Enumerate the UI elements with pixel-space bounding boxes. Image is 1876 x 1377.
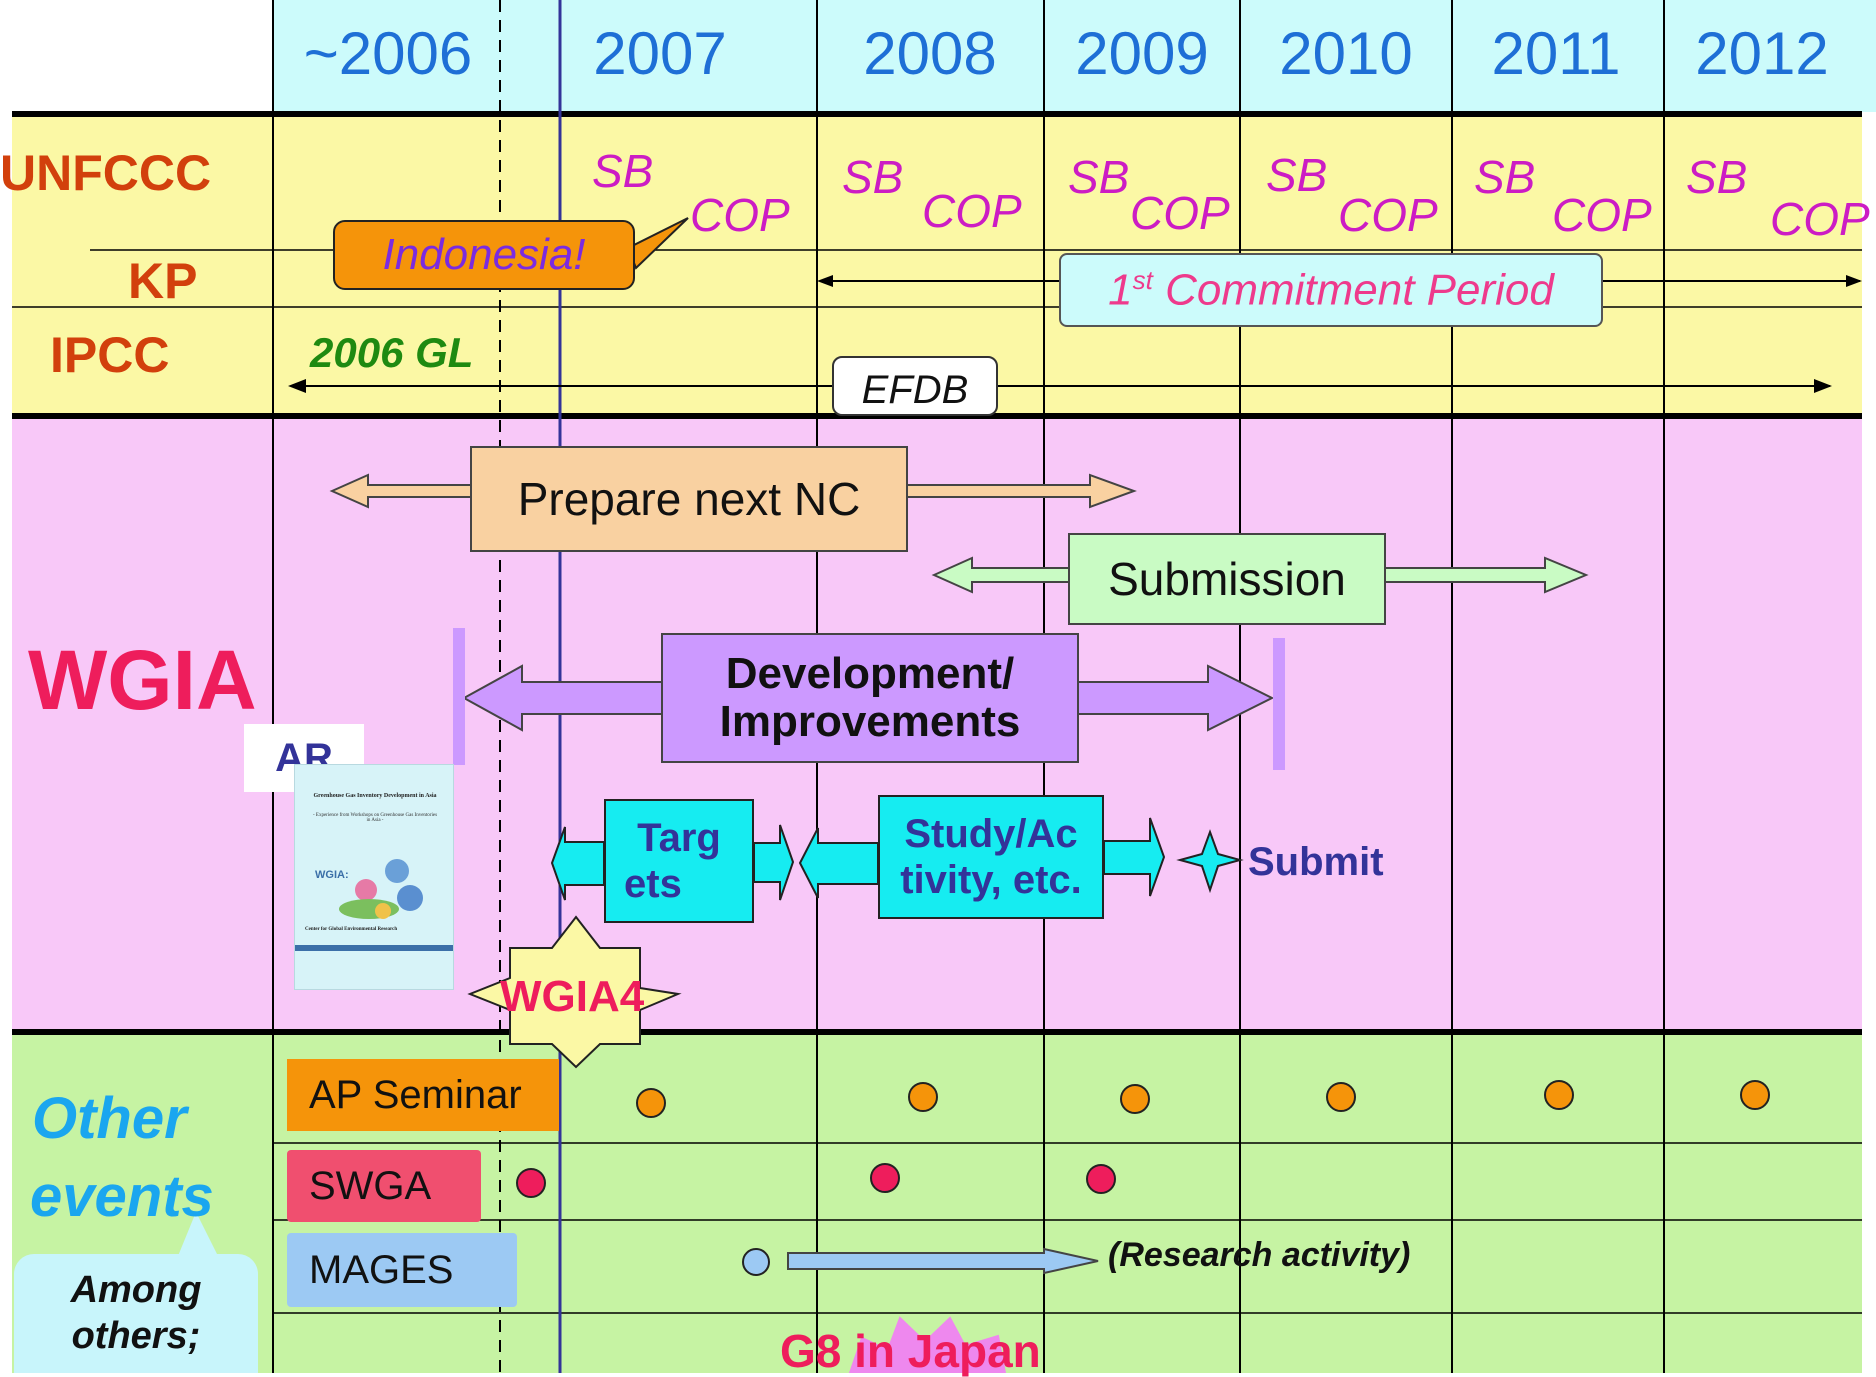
cop-label-2011: COP: [1552, 189, 1652, 241]
report-cover-brand: WGIA:: [315, 869, 349, 881]
among-others-line2: others;: [71, 1314, 201, 1357]
year-header-2009: 2009: [1075, 20, 1209, 87]
year-header-band: [273, 0, 1876, 112]
submit-label: Submit: [1248, 840, 1384, 884]
sb-label-2010: SB: [1266, 149, 1328, 201]
g8-japan-label: G8 in Japan: [780, 1325, 1041, 1377]
row-label-unfccc: UNFCCC: [0, 145, 212, 201]
among-others-callout: Among others;: [14, 1254, 258, 1373]
cop-label-2008: COP: [922, 185, 1022, 237]
submission-label: Submission: [1108, 553, 1346, 605]
development-improvements-box: Development/ Improvements: [661, 633, 1079, 763]
row-label-wgia: WGIA: [28, 633, 257, 727]
ap-seminar-label: AP Seminar: [309, 1072, 522, 1117]
submission-box: Submission: [1068, 533, 1386, 625]
mages-label-box: MAGES: [287, 1233, 517, 1307]
commitment-period-label: 1st Commitment Period: [1108, 265, 1554, 316]
commitment-period-text: Commitment Period: [1152, 265, 1554, 315]
sb-label-2008: SB: [842, 151, 904, 203]
swga-dot-2009: [1086, 1164, 1116, 1194]
efdb-label: EFDB: [861, 367, 969, 412]
cop-label-2010: COP: [1338, 189, 1438, 241]
row-label-kp: KP: [128, 253, 198, 309]
ap-seminar-dot-2010: [1326, 1082, 1356, 1112]
report-cover-footer: Center for Global Environmental Research: [305, 927, 398, 932]
targets-box: Targ ets: [604, 799, 754, 923]
prepare-next-nc-label: Prepare next NC: [517, 473, 861, 525]
ap-seminar-dot-2007: [636, 1088, 666, 1118]
study-label-line2: tivity, etc.: [900, 858, 1082, 902]
report-cover-image: Greenhouse Gas Inventory Development in …: [294, 764, 454, 990]
swga-label: SWGA: [309, 1163, 432, 1208]
ap-seminar-dot-2009: [1120, 1084, 1150, 1114]
cop-label-2012: COP: [1770, 193, 1870, 245]
indonesia-callout-text: Indonesia!: [382, 230, 586, 279]
commitment-period-box: 1st Commitment Period: [1059, 253, 1603, 327]
year-header-2007: 2007: [593, 20, 727, 87]
mages-dot-2007: [742, 1248, 770, 1276]
efdb-box: EFDB: [832, 356, 998, 416]
sb-label-2009: SB: [1068, 151, 1130, 203]
swga-label-box: SWGA: [287, 1150, 481, 1222]
commitment-period-ordinal-suffix: st: [1132, 264, 1153, 295]
ap-seminar-dot-2012: [1740, 1080, 1770, 1110]
improvements-label: Improvements: [719, 697, 1021, 746]
among-others-line1: Among: [70, 1268, 202, 1311]
swga-dot-2006: [516, 1168, 546, 1198]
sb-label-2007: SB: [592, 145, 654, 197]
study-activity-box: Study/Ac tivity, etc.: [878, 795, 1104, 919]
year-header-2011: 2011: [1491, 20, 1621, 87]
swga-dot-2008: [870, 1163, 900, 1193]
sb-label-2011: SB: [1474, 151, 1536, 203]
wgia4-label: WGIA4: [500, 972, 645, 1021]
ap-seminar-dot-2008: [908, 1082, 938, 1112]
sb-label-2012: SB: [1686, 151, 1748, 203]
row-label-other: Other: [32, 1086, 187, 1151]
report-cover-stripe: [295, 945, 453, 951]
report-cover-flowers: [335, 849, 435, 925]
prepare-next-nc-box: Prepare next NC: [470, 446, 908, 552]
ap-seminar-dot-2011: [1544, 1080, 1574, 1110]
row-label-ipcc: IPCC: [50, 327, 170, 383]
cop-label-2007: COP: [690, 189, 790, 241]
mages-label: MAGES: [309, 1247, 454, 1292]
development-label: Development/: [725, 648, 1015, 698]
research-activity-label: (Research activity): [1108, 1236, 1411, 1274]
row-label-events: events: [30, 1164, 214, 1229]
targets-label-line1: Targ: [637, 816, 721, 860]
report-cover-title: Greenhouse Gas Inventory Development in …: [313, 793, 437, 799]
ap-seminar-label-box: AP Seminar: [287, 1059, 559, 1131]
indonesia-callout: Indonesia!: [333, 220, 635, 290]
cop-label-2009: COP: [1130, 187, 1230, 239]
year-header-2006: ~2006: [303, 20, 473, 87]
year-header-2012: 2012: [1695, 20, 1829, 87]
commitment-period-ordinal: 1: [1108, 265, 1133, 315]
study-label-line1: Study/Ac: [904, 812, 1078, 856]
year-header-2008: 2008: [863, 20, 997, 87]
report-cover-subtitle: - Experience from Workshops on Greenhous…: [312, 813, 438, 823]
targets-label-line2: ets: [624, 862, 682, 906]
year-header-2010: 2010: [1279, 20, 1413, 87]
ipcc-2006-gl: 2006 GL: [310, 329, 474, 376]
